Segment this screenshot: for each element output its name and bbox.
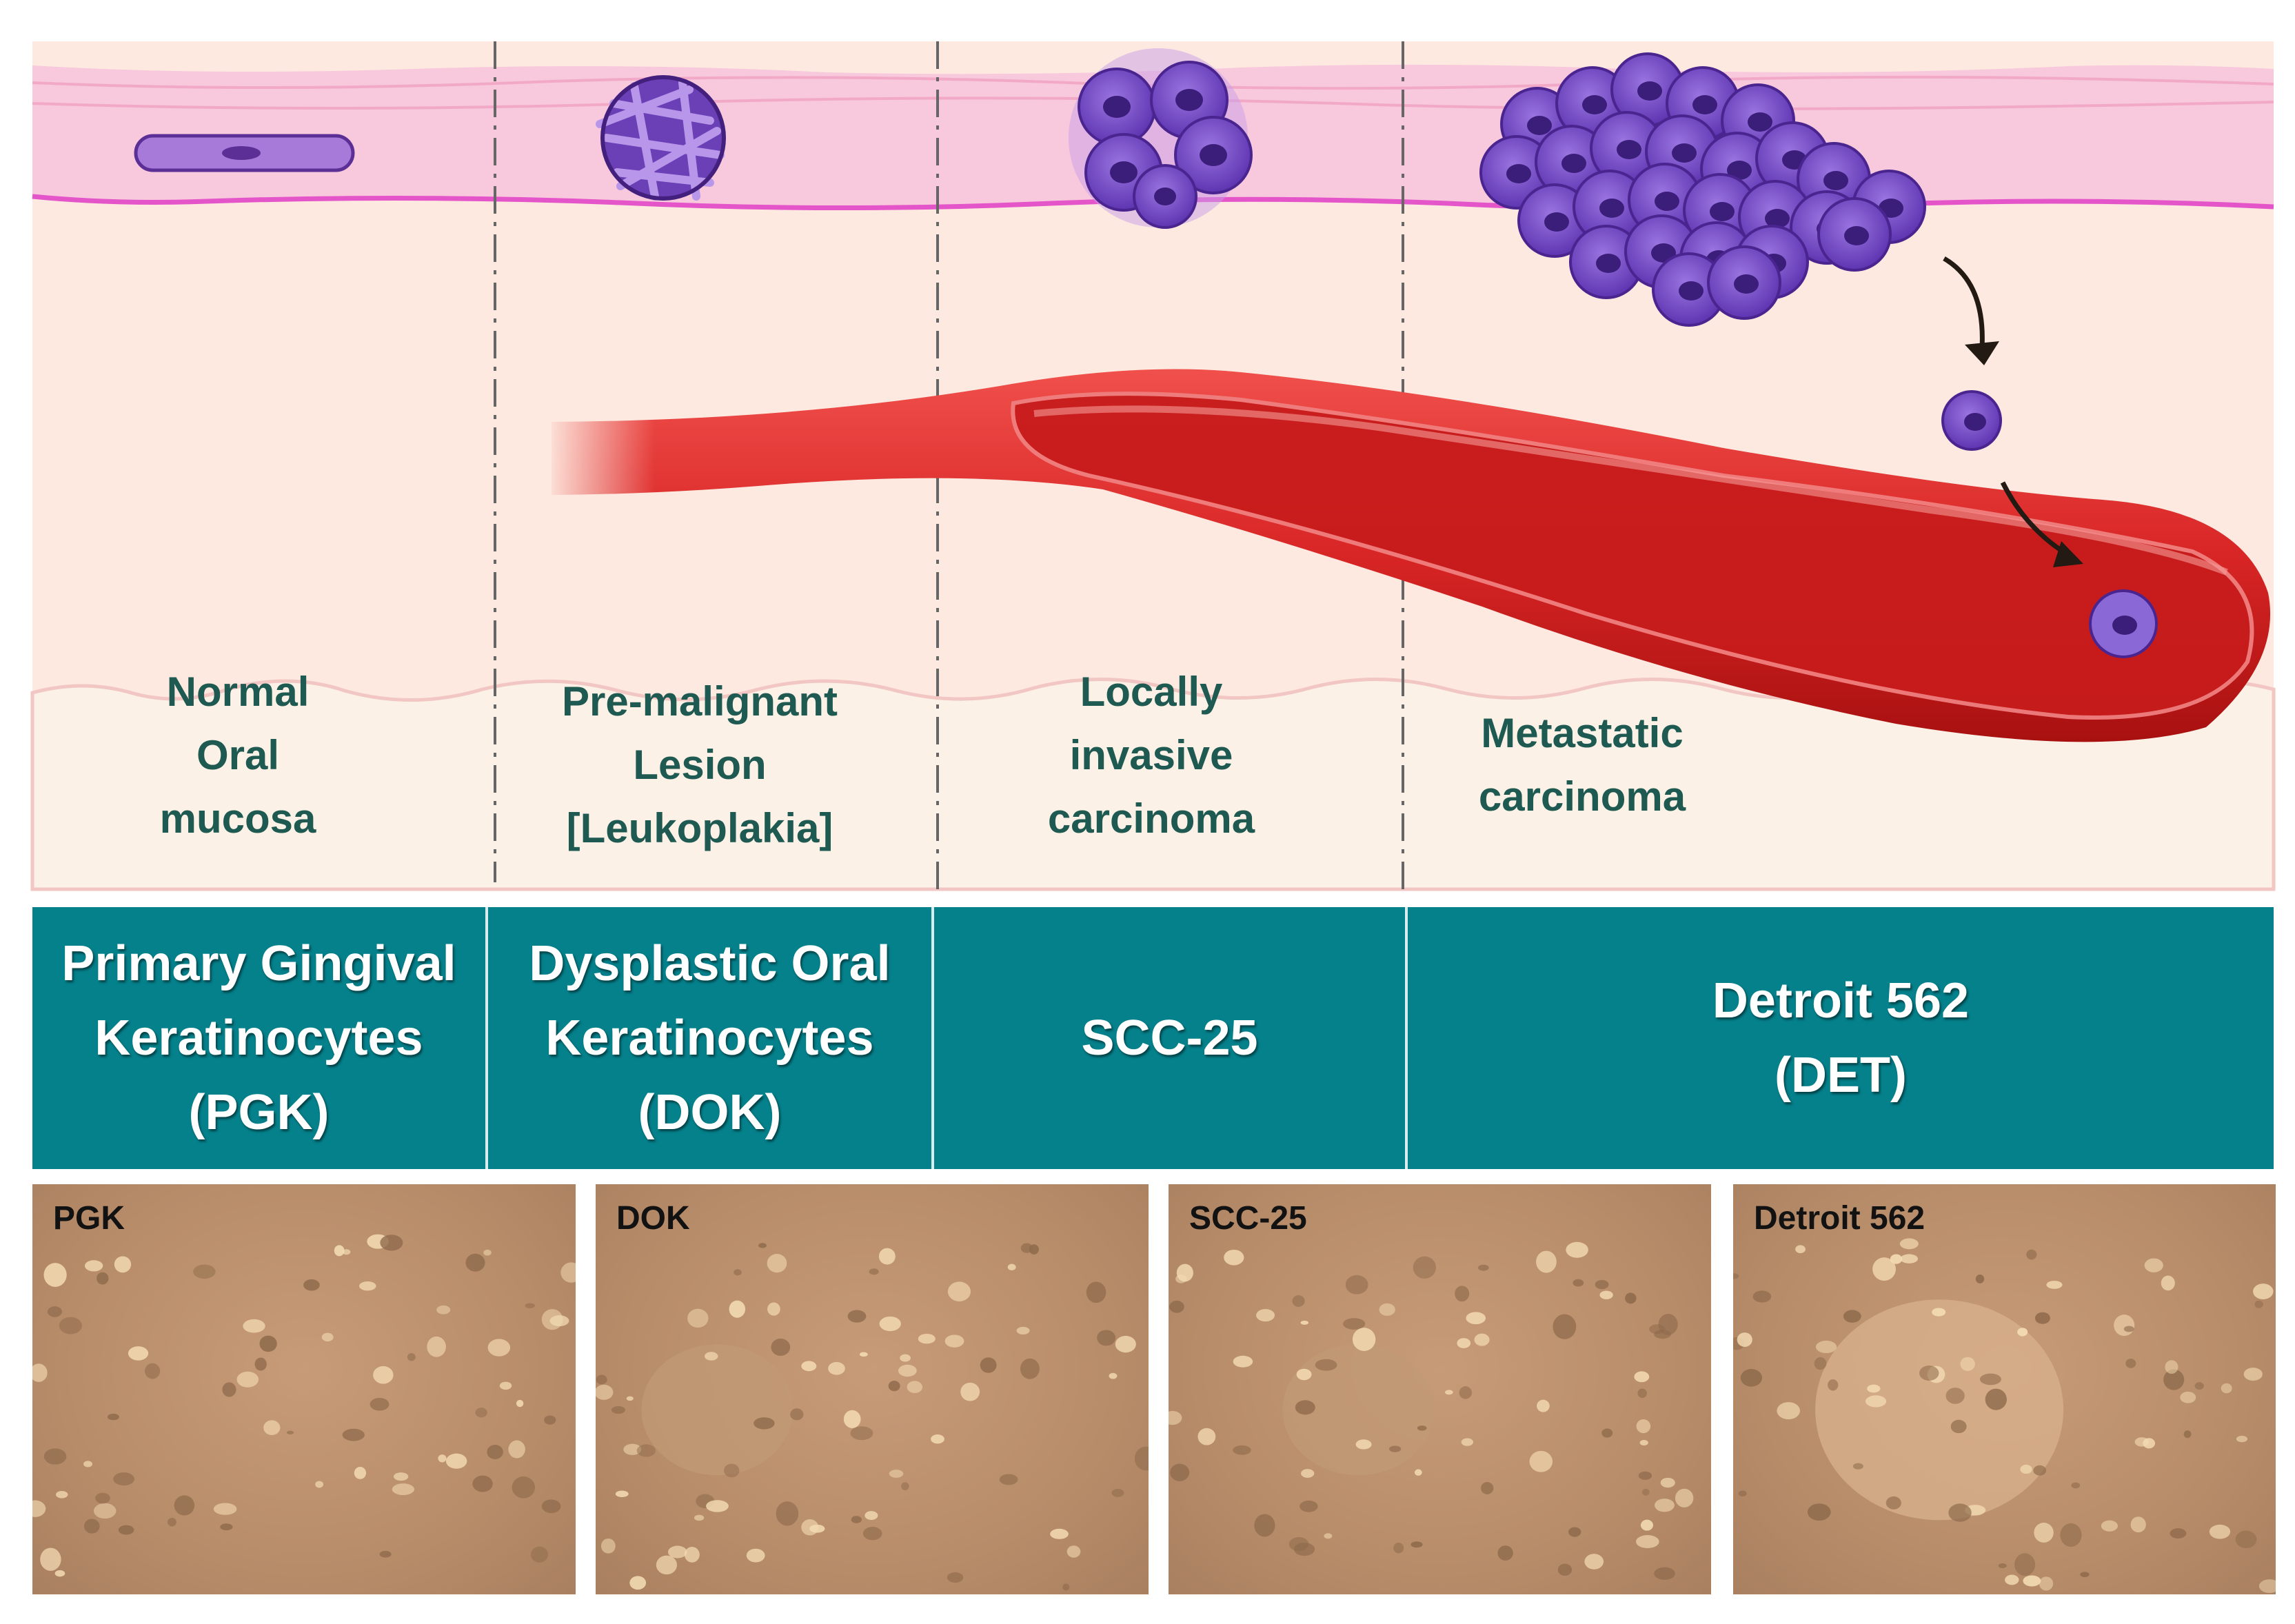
micrograph-detroit: Detroit 562 — [1733, 1184, 2276, 1594]
cell-line-text: Keratinocytes — [94, 1011, 423, 1066]
banner-divider — [931, 907, 934, 1169]
stage-label-normal: Normal Oral mucosa — [124, 660, 352, 851]
cancer-cell-icon — [1479, 52, 1926, 327]
stage-label-line: invasive — [1069, 732, 1233, 778]
curved-arrow-icon — [2000, 481, 2083, 567]
cell-line-text: (DET) — [1775, 1048, 1907, 1103]
stage-label-premalignant: Pre-malignant Lesion [Leukoplakia] — [517, 670, 882, 860]
stage-label-line: [Leukoplakia] — [566, 805, 833, 851]
stage-label-line: Lesion — [633, 742, 767, 788]
blood-vessel-icon — [545, 369, 2271, 742]
micrograph-cells — [596, 1243, 1149, 1591]
cell-line-scc25: SCC-25 — [934, 907, 1405, 1169]
banner-divider — [1405, 907, 1408, 1169]
circulating-tumor-cell-icon — [1941, 390, 2002, 451]
micrograph-scc25: SCC-25 — [1169, 1184, 1711, 1594]
micrograph-label: Detroit 562 — [1754, 1200, 1925, 1237]
stage-label-line: Metastatic — [1481, 710, 1684, 756]
cell-line-text: Keratinocytes — [545, 1011, 874, 1066]
micrograph-pgk: PGK — [32, 1184, 576, 1594]
cell-line-pgk: Primary Gingival Keratinocytes (PGK) — [32, 907, 485, 1169]
stage-label-line: Locally — [1080, 669, 1223, 715]
cell-line-text: SCC-25 — [1081, 1011, 1258, 1066]
cell-line-text: Detroit 562 — [1712, 973, 1970, 1028]
micrograph-label: SCC-25 — [1189, 1200, 1307, 1237]
micrograph-dok: DOK — [596, 1184, 1149, 1594]
cell-line-text: Primary Gingival — [61, 936, 456, 991]
stage-label-line: Pre-malignant — [561, 678, 838, 724]
stage-label-metastatic: Metastatic carcinoma — [1455, 702, 1710, 829]
stage-label-line: Oral — [196, 732, 280, 778]
micrograph-label: PGK — [53, 1200, 125, 1237]
micrograph-cells — [32, 1234, 576, 1577]
cell-line-text: (DOK) — [638, 1085, 782, 1140]
banner-divider — [485, 907, 488, 1169]
spindle-cell-icon — [134, 134, 355, 172]
cell-line-text: Dysplastic Oral — [529, 936, 891, 991]
stage-label-line: mucosa — [159, 795, 316, 842]
stage-label-line: Normal — [166, 669, 310, 715]
cell-line-detroit: Detroit 562 (DET) — [1408, 907, 2274, 1169]
intravasated-tumor-cell-icon — [2089, 589, 2158, 658]
micrograph-cells — [1169, 1241, 1694, 1580]
cell-line-dok: Dysplastic Oral Keratinocytes (DOK) — [488, 907, 931, 1169]
invasive-cluster-icon — [1069, 48, 1253, 229]
micrograph-cells — [1733, 1238, 2276, 1593]
curved-arrow-icon — [1943, 256, 1999, 365]
oral-carcinogenesis-illustration — [30, 41, 2276, 896]
stage-label-invasive: Locally invasive carcinoma — [1013, 660, 1289, 851]
stage-label-line: carcinoma — [1047, 795, 1255, 842]
stage-label-line: carcinoma — [1478, 773, 1686, 820]
cell-line-banner: Primary Gingival Keratinocytes (PGK) Dys… — [32, 907, 2274, 1169]
dysplastic-cluster-icon — [596, 75, 726, 201]
micrograph-label: DOK — [616, 1200, 690, 1237]
cell-line-text: (PGK) — [188, 1085, 330, 1140]
